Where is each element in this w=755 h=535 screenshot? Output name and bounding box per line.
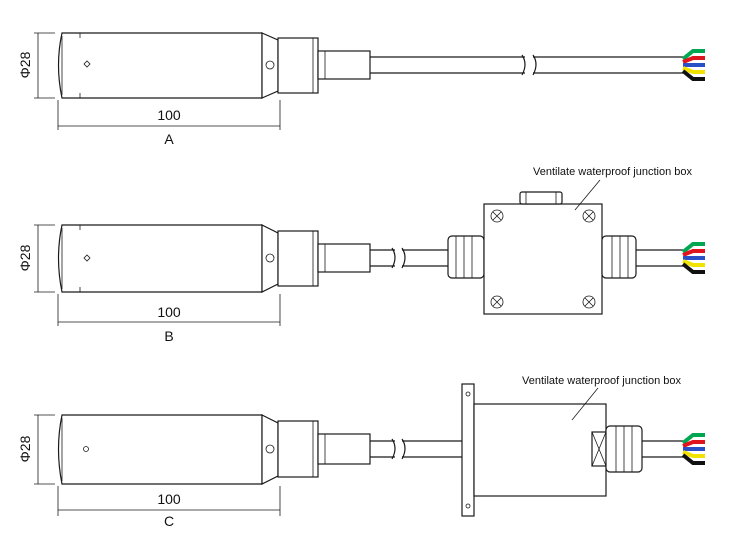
length-label-c: 100 [157,491,181,507]
callout-c: Ventilate waterproof junction box [522,375,681,387]
diameter-label-b: Φ28 [17,244,33,271]
diameter-label-c: Φ28 [17,435,33,462]
callout-b: Ventilate waterproof junction box [533,166,692,178]
wire-bundle-b [681,242,707,274]
junction-box-c [473,403,607,497]
diameter-label-a: Φ28 [17,51,33,78]
variant-label-c: C [164,513,174,529]
drawing-a: Φ28 100 A [17,32,707,147]
drawing-c: Ventilate waterproof junction box Φ28 10… [17,375,707,529]
length-label-b: 100 [157,304,181,320]
length-label-a: 100 [157,107,181,123]
wire-bundle-c [681,433,707,465]
sensor-body-a [57,32,263,99]
variant-label-a: A [164,131,174,147]
junction-box-b [483,203,603,315]
wire-bundle-a [681,49,707,81]
variant-label-b: B [164,328,173,344]
flange-c [461,383,475,517]
drawing-b: Ventilate waterproof junction box Φ28 10… [17,166,707,344]
